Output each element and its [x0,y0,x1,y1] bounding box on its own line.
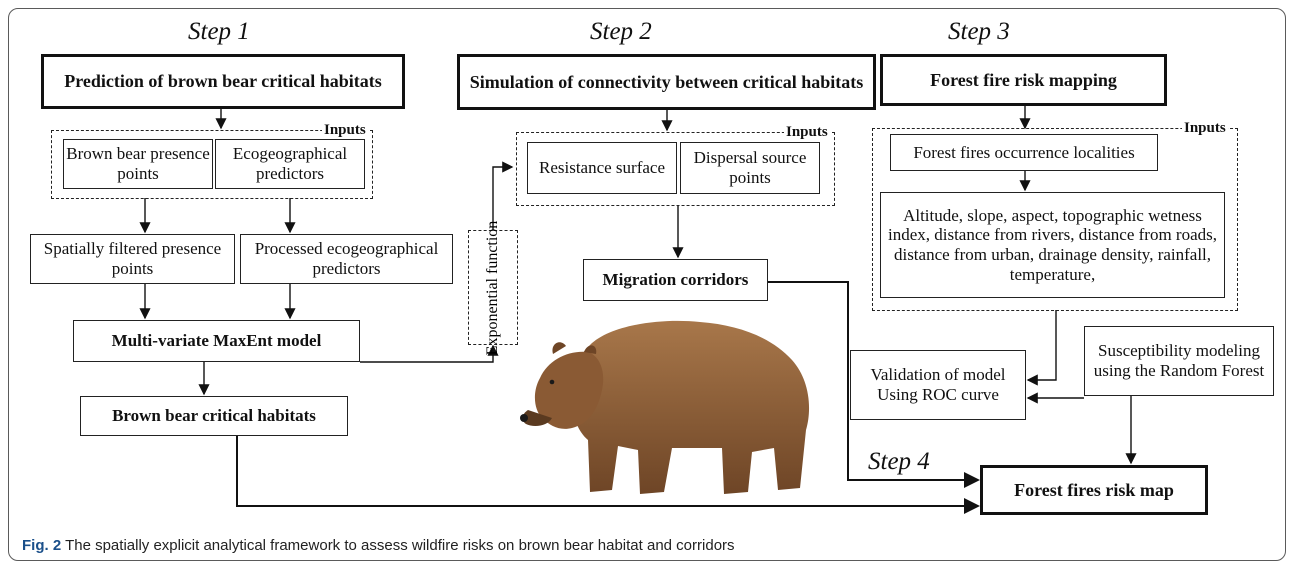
inputs-group-3 [872,128,1238,311]
inputs-group-2 [516,132,835,206]
prediction-title-box: Prediction of brown bear critical habita… [41,54,405,109]
fire-factors-box: Altitude, slope, aspect, topographic wet… [880,192,1225,298]
caption-label: Fig. 2 [22,537,62,554]
susceptibility-box: Susceptibility modeling using the Random… [1084,326,1274,396]
inputs-group-1 [51,130,373,199]
migration-corridors-box: Migration corridors [583,259,768,301]
filtered-presence-box: Spatially filtered presence points [30,234,235,284]
resistance-surface-box: Resistance surface [527,142,677,194]
step-1-label: Step 1 [188,18,250,45]
inputs-label-3: Inputs [1182,120,1228,137]
dispersal-source-box: Dispersal source points [680,142,820,194]
figure-caption: Fig. 2 The spatially explicit analytical… [22,537,735,554]
exponential-function-box: Exponential function [468,220,518,355]
processed-predictors-box: Processed ecogeographical predictors [240,234,453,284]
inputs-label-2: Inputs [784,124,830,141]
arrow-factors-validation [1026,310,1057,386]
simulation-title-box: Simulation of connectivity between criti… [457,54,876,110]
arrow-maxent-exponential [360,344,499,363]
fire-occurrence-box: Forest fires occurrence localities [890,134,1158,171]
arrow-exponential-resistance [492,161,514,230]
validation-box: Validation of model Using ROC curve [850,350,1026,420]
critical-habitats-box: Brown bear critical habitats [80,396,348,436]
exponential-function-label: Exponential function [484,220,502,355]
fire-risk-title-box: Forest fire risk mapping [880,54,1167,106]
risk-map-box: Forest fires risk map [980,465,1208,515]
step-4-label: Step 4 [868,448,930,475]
step-2-label: Step 2 [590,18,652,45]
inputs-label-1: Inputs [322,122,368,139]
ecogeographical-predictors-box: Ecogeographical predictors [215,139,365,189]
arrow-corridors-riskmap [768,281,980,488]
step-3-label: Step 3 [948,18,1010,45]
arrow-habitats-riskmap [236,436,980,514]
maxent-model-box: Multi-variate MaxEnt model [73,320,360,362]
caption-text: The spatially explicit analytical framew… [65,537,735,554]
presence-points-box: Brown bear presence points [63,139,213,189]
